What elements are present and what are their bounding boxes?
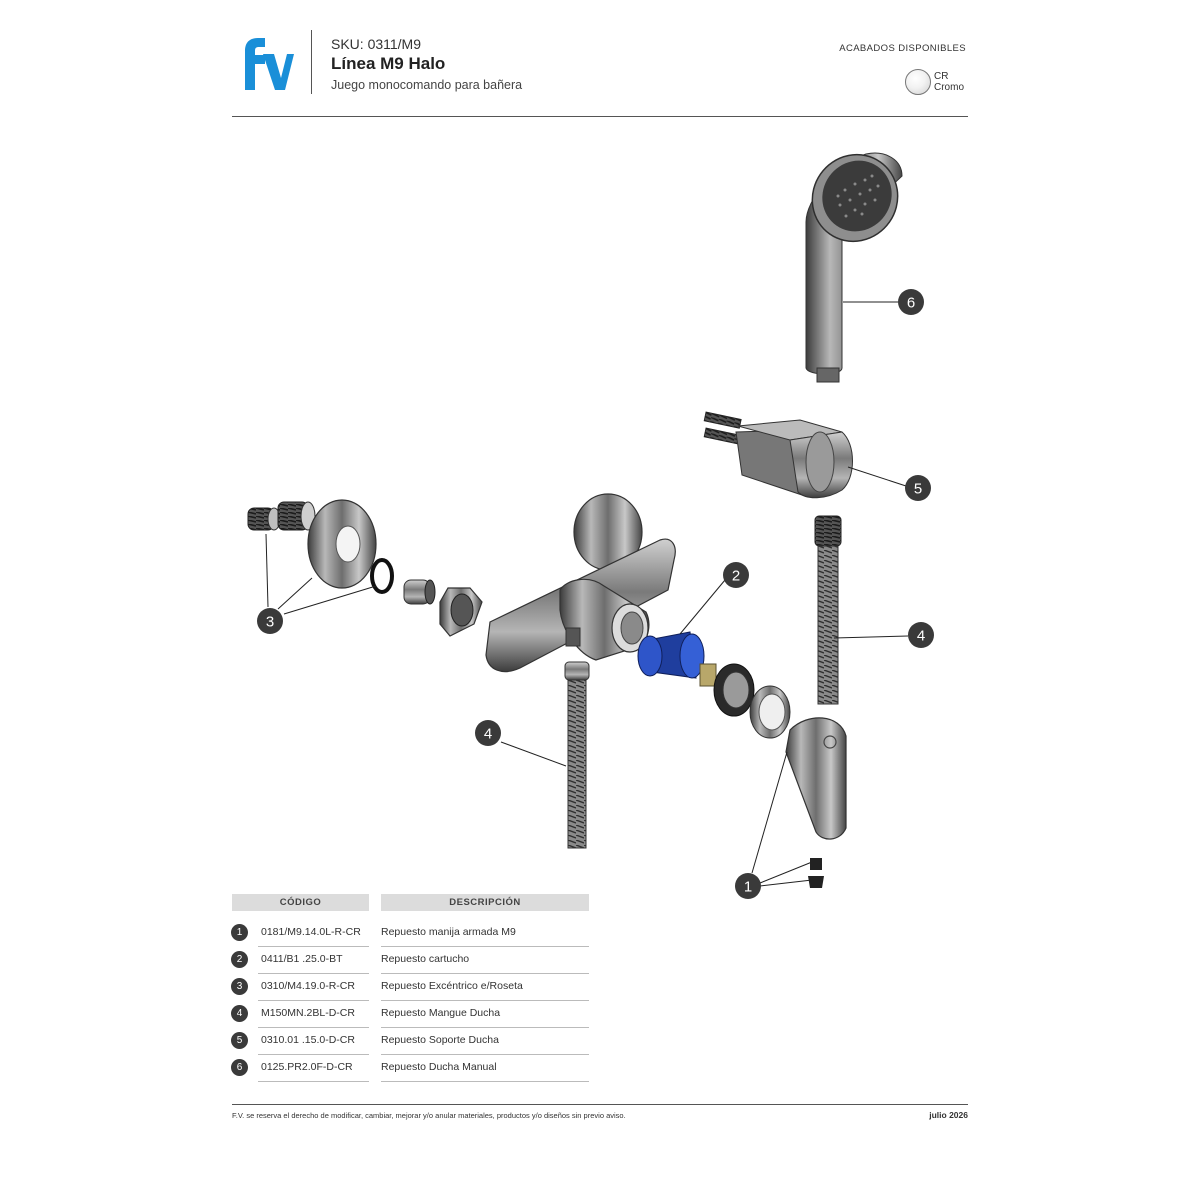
svg-text:5: 5: [914, 481, 922, 498]
row-description: Repuesto manija armada M9: [381, 926, 516, 938]
hose-right-part: [814, 515, 842, 705]
row-divider: [258, 1027, 369, 1028]
row-number-badge: 4: [231, 1005, 248, 1022]
row-divider: [381, 946, 589, 947]
brand-logo: fv: [245, 38, 294, 90]
svg-text:6: 6: [907, 295, 915, 312]
row-number-badge: 6: [231, 1059, 248, 1076]
callout-5: 5: [905, 475, 931, 501]
footer-date: julio 2026: [929, 1110, 968, 1120]
row-description: Repuesto cartucho: [381, 953, 470, 965]
hose-left-part: [564, 661, 590, 849]
hand-shower-part: [805, 152, 903, 383]
table-row: 1 0181/M9.14.0L-R-CR Repuesto manija arm…: [0, 920, 1200, 947]
row-divider: [381, 1081, 589, 1082]
header-divider: [311, 30, 312, 94]
callout-2: 2: [723, 562, 749, 588]
eccentric-rosette-part: [247, 499, 394, 594]
cartridge-part: [637, 631, 717, 687]
callout-4-left: 4: [475, 720, 501, 746]
header-rule: [232, 116, 968, 117]
footer-rule: [232, 1104, 968, 1105]
row-code: 0411/B1 .25.0-BT: [261, 953, 343, 965]
row-code: M150MN.2BL-D-CR: [261, 1007, 355, 1019]
row-divider: [258, 1054, 369, 1055]
row-description: Repuesto Mangue Ducha: [381, 1007, 501, 1019]
callout-6: 6: [898, 289, 924, 315]
row-divider: [258, 973, 369, 974]
row-divider: [258, 1000, 369, 1001]
row-description: Repuesto Ducha Manual: [381, 1061, 497, 1073]
footer-disclaimer: F.V. se reserva el derecho de modificar,…: [232, 1111, 626, 1120]
callout-1: 1: [735, 873, 761, 899]
row-divider: [258, 946, 369, 947]
adapter-fittings: [403, 579, 483, 637]
sku-label: SKU: 0311/M9: [331, 36, 422, 52]
cartridge-nut-part: [713, 663, 791, 739]
table-row: 2 0411/B1 .25.0-BT Repuesto cartucho: [0, 947, 1200, 974]
row-description: Repuesto Soporte Ducha: [381, 1034, 499, 1046]
finish-name: Cromo: [934, 82, 965, 93]
callout-3: 3: [257, 608, 283, 634]
product-line-title: Línea M9 Halo: [331, 54, 446, 73]
row-number-badge: 3: [231, 978, 248, 995]
finish-code: CR: [934, 71, 949, 82]
table-header-code: CÓDIGO: [232, 894, 369, 911]
row-code: 0310.01 .15.0-D-CR: [261, 1034, 355, 1046]
lever-handle-part: [785, 717, 847, 888]
svg-text:4: 4: [917, 628, 925, 645]
row-code: 0181/M9.14.0L-R-CR: [261, 926, 361, 938]
table-row: 4 M150MN.2BL-D-CR Repuesto Mangue Ducha: [0, 1001, 1200, 1028]
callout-leader-lines: [265, 301, 909, 887]
row-divider: [381, 1054, 589, 1055]
shower-holder-part: [703, 411, 853, 499]
finish-swatch-chrome: [905, 69, 931, 95]
finishes-label: ACABADOS DISPONIBLES: [839, 43, 966, 54]
table-row: 6 0125.PR2.0F-D-CR Repuesto Ducha Manual: [0, 1055, 1200, 1082]
callout-4-right: 4: [908, 622, 934, 648]
row-number-badge: 1: [231, 924, 248, 941]
row-divider: [381, 1000, 589, 1001]
row-divider: [381, 1027, 589, 1028]
svg-text:1: 1: [744, 879, 752, 896]
row-number-badge: 5: [231, 1032, 248, 1049]
row-divider: [258, 1081, 369, 1082]
row-number-badge: 2: [231, 951, 248, 968]
svg-text:2: 2: [732, 568, 740, 585]
svg-text:3: 3: [266, 614, 274, 631]
row-code: 0125.PR2.0F-D-CR: [261, 1061, 353, 1073]
row-code: 0310/M4.19.0-R-CR: [261, 980, 355, 992]
row-description: Repuesto Excéntrico e/Roseta: [381, 980, 523, 992]
svg-text:4: 4: [484, 726, 492, 743]
mixer-body-part: [485, 493, 676, 673]
table-row: 3 0310/M4.19.0-R-CR Repuesto Excéntrico …: [0, 974, 1200, 1001]
table-row: 5 0310.01 .15.0-D-CR Repuesto Soporte Du…: [0, 1028, 1200, 1055]
row-divider: [381, 973, 589, 974]
table-header-description: DESCRIPCIÓN: [381, 894, 589, 911]
product-description: Juego monocomando para bañera: [331, 78, 523, 92]
